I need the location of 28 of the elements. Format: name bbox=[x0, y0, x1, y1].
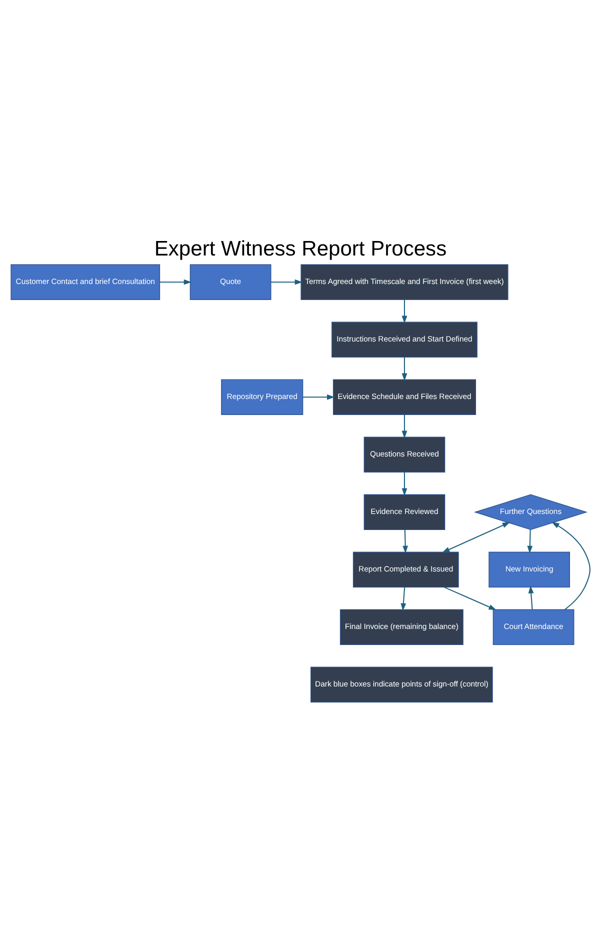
node-box: Terms Agreed with Timescale and First Invoice (first week) bbox=[300, 264, 508, 300]
node-box: Instructions Received and Start Defined bbox=[332, 321, 478, 357]
node-box: Evidence Schedule and Files Received bbox=[332, 378, 476, 414]
node-box: Questions Received bbox=[364, 436, 446, 472]
arrow bbox=[402, 299, 408, 323]
arrow bbox=[402, 414, 408, 438]
node-box: Customer Contact and brief Consultation bbox=[10, 264, 160, 300]
arrow bbox=[402, 472, 408, 496]
node-box: New Invoicing bbox=[488, 551, 570, 588]
arrow bbox=[527, 529, 533, 554]
arrow bbox=[400, 586, 406, 611]
node-box: Court Attendance bbox=[492, 608, 574, 645]
node-box: Quote bbox=[190, 264, 272, 300]
node-box: Report Completed & Issued bbox=[352, 551, 459, 588]
arrow bbox=[442, 522, 510, 552]
arrow bbox=[444, 586, 496, 610]
node-box: Evidence Reviewed bbox=[364, 494, 446, 530]
arrow bbox=[302, 394, 335, 400]
node-box: Final Invoice (remaining balance) bbox=[340, 608, 464, 645]
arrow bbox=[402, 356, 408, 380]
arrow bbox=[402, 529, 408, 554]
arrow bbox=[552, 521, 590, 610]
diagram-title: Expert Witness Report Process bbox=[154, 236, 447, 260]
arrow bbox=[528, 585, 534, 609]
node-box: Dark blue boxes indicate points of sign-off (control) bbox=[310, 666, 493, 702]
arrow bbox=[270, 278, 303, 284]
node-box: Repository Prepared bbox=[221, 378, 304, 414]
arrow bbox=[160, 278, 192, 284]
